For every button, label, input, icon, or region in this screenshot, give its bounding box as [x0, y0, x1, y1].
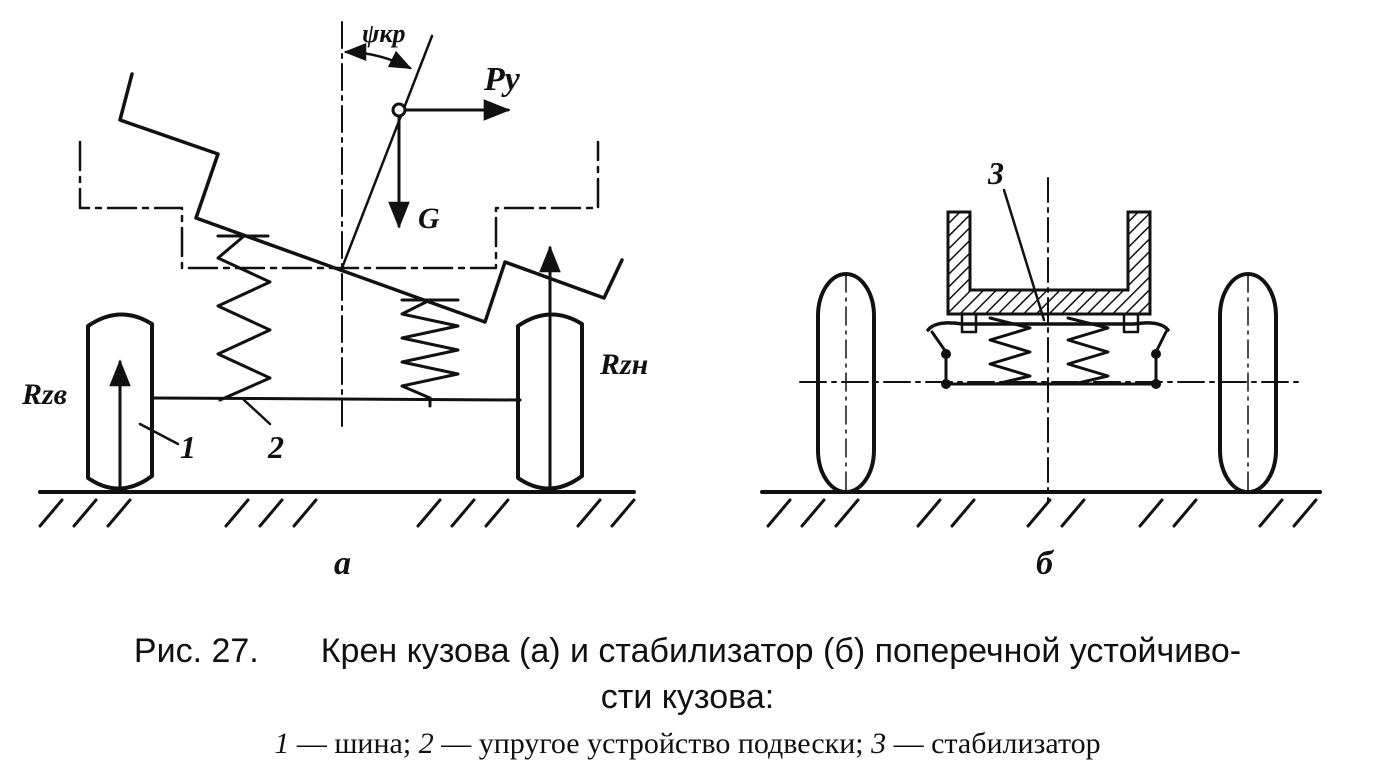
spring-left-a [216, 234, 272, 426]
body-section-b [946, 210, 1152, 316]
ground-b [760, 490, 1322, 528]
ground-a [38, 490, 636, 528]
legend-num-2: 2 [418, 727, 434, 760]
legend-text-3: — стабилизатор [886, 727, 1101, 760]
panel-a: ψкр Py G Rzв Rzн 1 2 а [21, 19, 648, 582]
spring-right-a [400, 298, 460, 408]
figure-number: Рис. 27. [133, 632, 259, 670]
force-py-label: Py [483, 61, 521, 98]
tire-right-b [1218, 272, 1278, 494]
legend-num-3: 3 [871, 727, 887, 760]
roll-angle-arc [343, 43, 413, 70]
legend-num-1: 1 [274, 727, 290, 760]
roll-line [340, 34, 434, 270]
body-outline-tilted [118, 72, 624, 324]
reaction-right-label: Rzн [599, 348, 648, 381]
spring-left-b [988, 316, 1032, 386]
callout-2: 2 [267, 429, 284, 465]
center-of-gravity [391, 102, 407, 118]
legend-text-2: — упругое устройство подвески; [433, 727, 872, 760]
spring-right-b [1066, 316, 1110, 386]
callout-1: 1 [180, 429, 196, 465]
axle-a [150, 396, 522, 402]
reaction-left-label: Rzв [21, 378, 67, 411]
tire-left-b [816, 272, 876, 494]
panel-a-label: а [334, 545, 351, 582]
tire-left-a [86, 312, 180, 492]
figure-legend: 1 — шина; 2 — упругое устройство подвеск… [0, 724, 1375, 764]
legend-text-1: — шина; [289, 727, 419, 760]
stabilizer-bar [926, 188, 1170, 389]
force-g-label: G [418, 202, 440, 235]
tire-right-a [516, 245, 584, 492]
body-outline-upright [78, 140, 600, 270]
caption-line-1: Рис. 27. Крен кузова (а) и стабилизатор (… [0, 628, 1375, 674]
angle-label: ψкр [362, 19, 406, 48]
caption-text-1: Крен кузова (а) и стабилизатор (б) попер… [320, 632, 1242, 670]
callout-3: 3 [987, 155, 1004, 191]
panel-b-label: б [1036, 545, 1055, 582]
figure-caption: Рис. 27. Крен кузова (а) и стабилизатор (… [0, 628, 1375, 720]
panel-b: 3 б [760, 155, 1322, 582]
caption-line-2: сти кузова: [600, 678, 775, 716]
